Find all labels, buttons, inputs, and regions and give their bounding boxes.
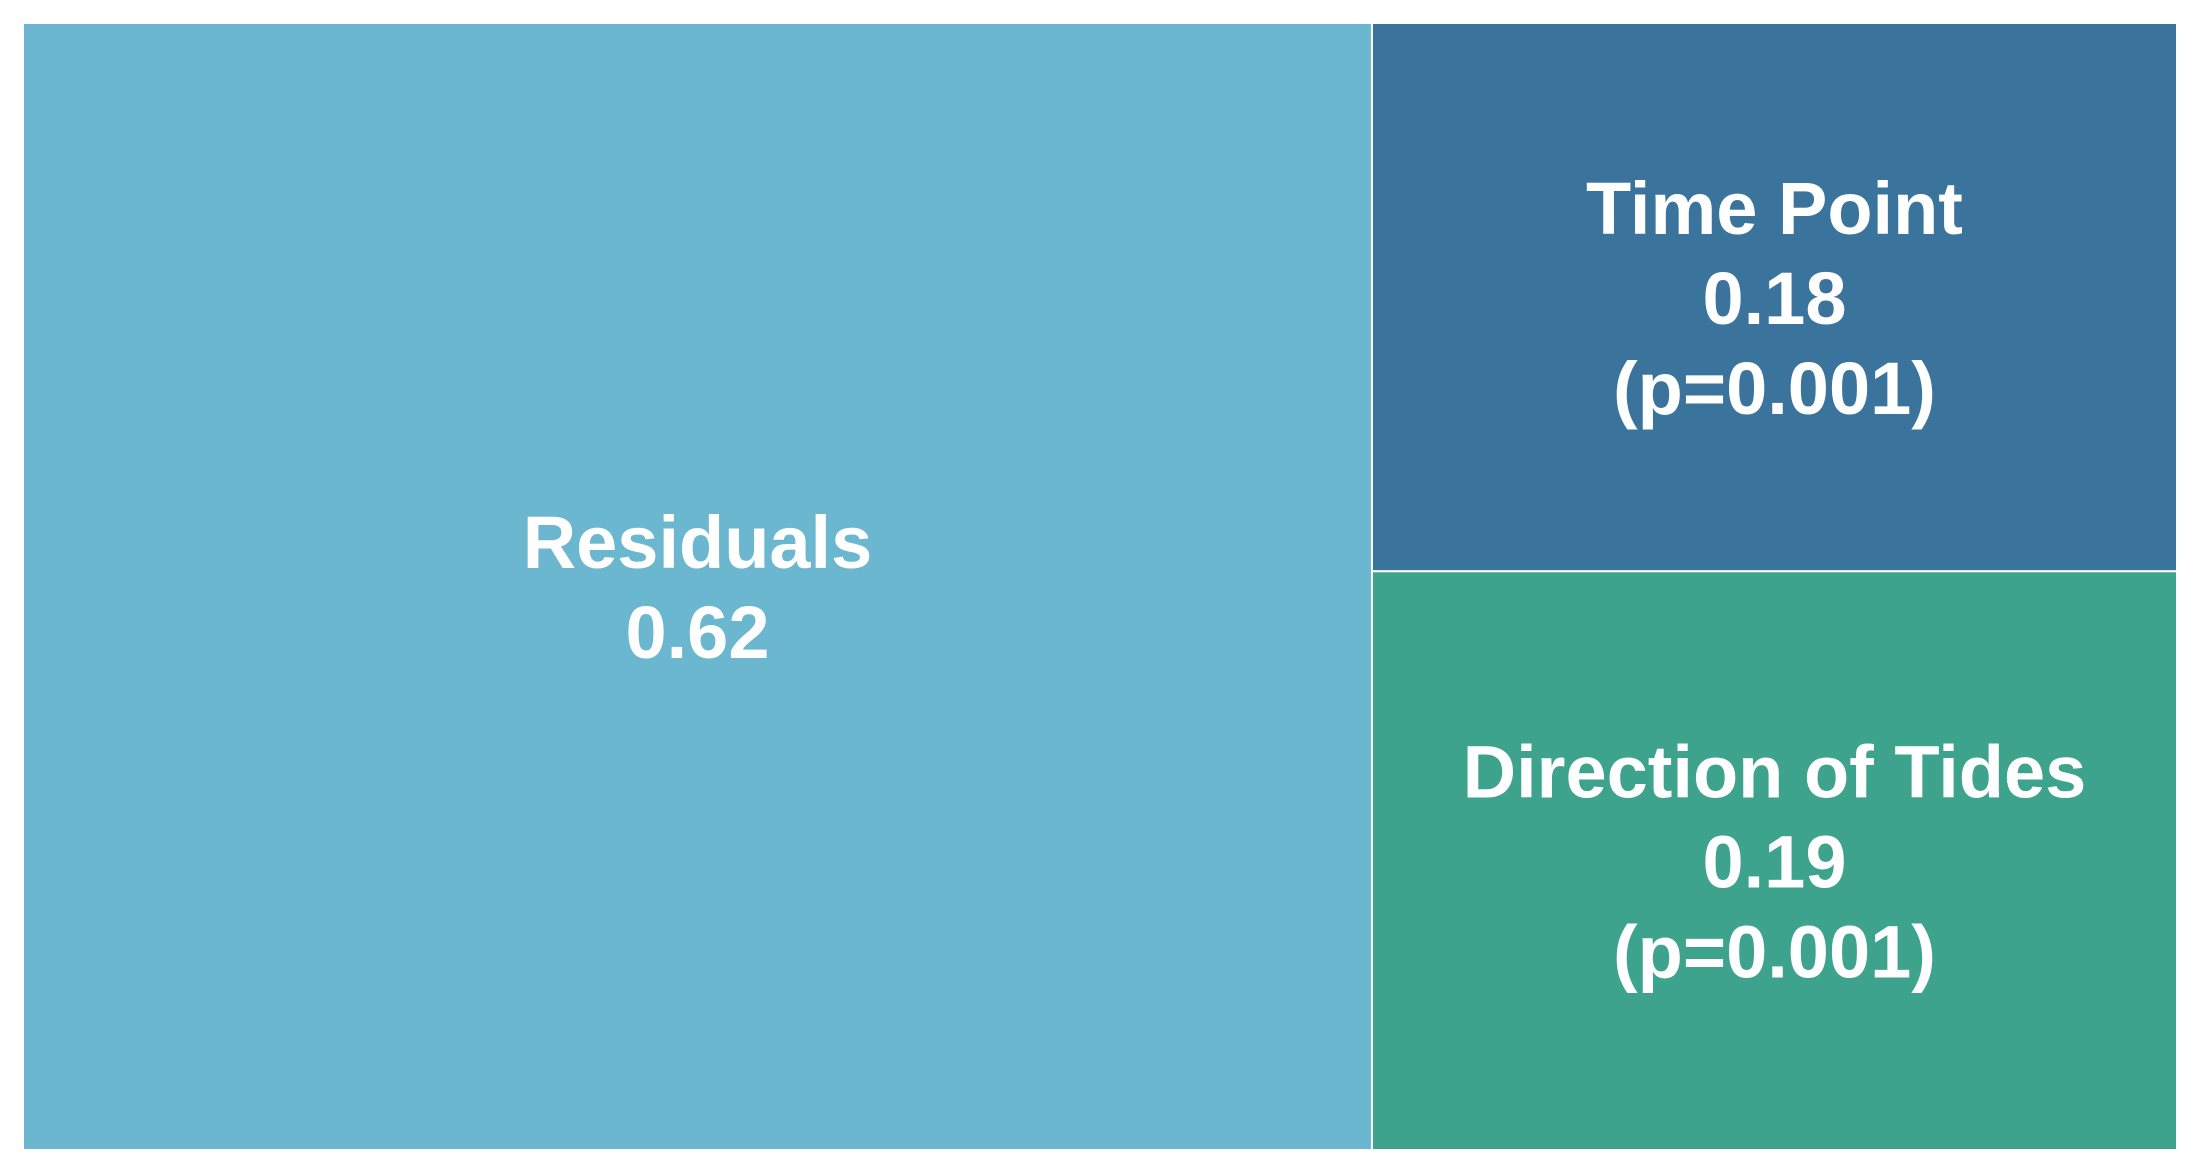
tile-pvalue-time-point: (p=0.001) [1613,347,1936,430]
tile-rect-residuals [22,22,1373,1151]
tile-pvalue-direction-of-tides: (p=0.001) [1613,910,1936,993]
tile-rect-time-point [1370,22,2178,573]
tile-label-direction-of-tides: Direction of Tides [1463,730,2087,813]
tile-label-time-point: Time Point [1586,167,1963,250]
tile-rect-direction-of-tides [1370,570,2178,1151]
tile-value-time-point: 0.18 [1702,257,1846,340]
tile-value-residuals: 0.62 [625,591,769,674]
tile-label-residuals: Residuals [523,501,873,584]
tile-value-direction-of-tides: 0.19 [1702,820,1846,903]
